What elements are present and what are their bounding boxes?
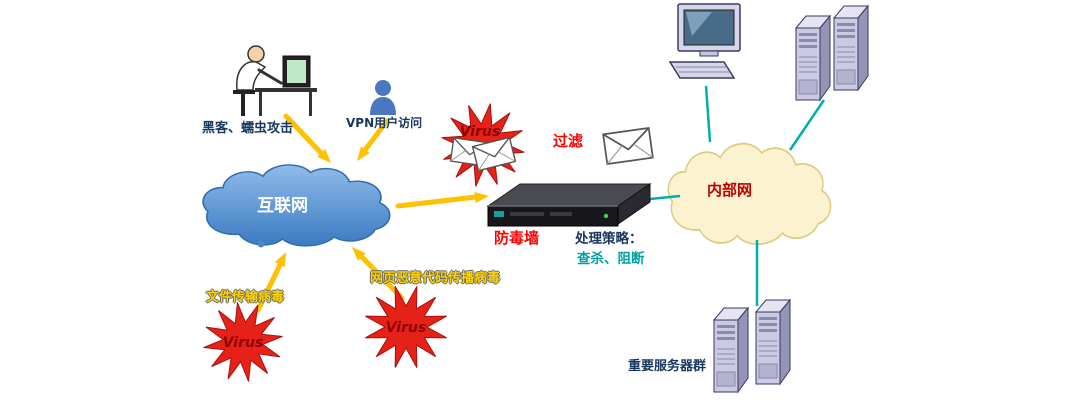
virus-label-web: Virus [386,320,427,336]
internet-label: 互联网 [257,196,308,216]
arrow-internet-to-firewall [395,192,489,209]
link-internal-to-servers-top [788,99,826,151]
arrow-vpn-to-internet [357,118,390,161]
arrow-file-virus-to-internet [255,252,286,313]
hacker-attack-label: 黑客、蠕虫攻击 [202,121,294,136]
strategy-actions-label: 查杀、阻断 [577,251,645,267]
clean-envelope-icon [602,127,654,165]
virus-label: Virus [460,124,501,140]
strategy-title-label: 处理策略： [575,231,643,247]
virus-label-file: Virus [223,335,264,351]
desktop-computer-icon [668,3,741,79]
internet-cloud-tail-dot [257,240,265,248]
internal-network-label: 内部网 [707,181,753,199]
link-internal-to-computer [704,85,712,143]
vpn-user-icon [370,80,396,115]
arrow-hacker-to-internet [283,113,331,163]
firewall-device-icon [486,183,652,227]
virus-burst-email: Virus [433,95,533,195]
server-group-icon [713,299,791,393]
server-group-label: 重要服务器群 [628,359,707,374]
antivirus-wall-label: 防毒墙 [494,229,540,247]
file-virus-label: 文件传输病毒 [206,290,285,305]
server-rack-top-icon [795,5,869,101]
web-virus-label: 网页恶意代码传播病毒 [370,271,501,286]
filter-label: 过滤 [553,132,584,150]
virus-burst-file: Virus [197,296,289,388]
virus-burst-web: Virus [354,275,458,379]
vpn-user-label: VPN用户访问 [346,116,423,130]
hacker-workstation-icon [233,45,317,116]
